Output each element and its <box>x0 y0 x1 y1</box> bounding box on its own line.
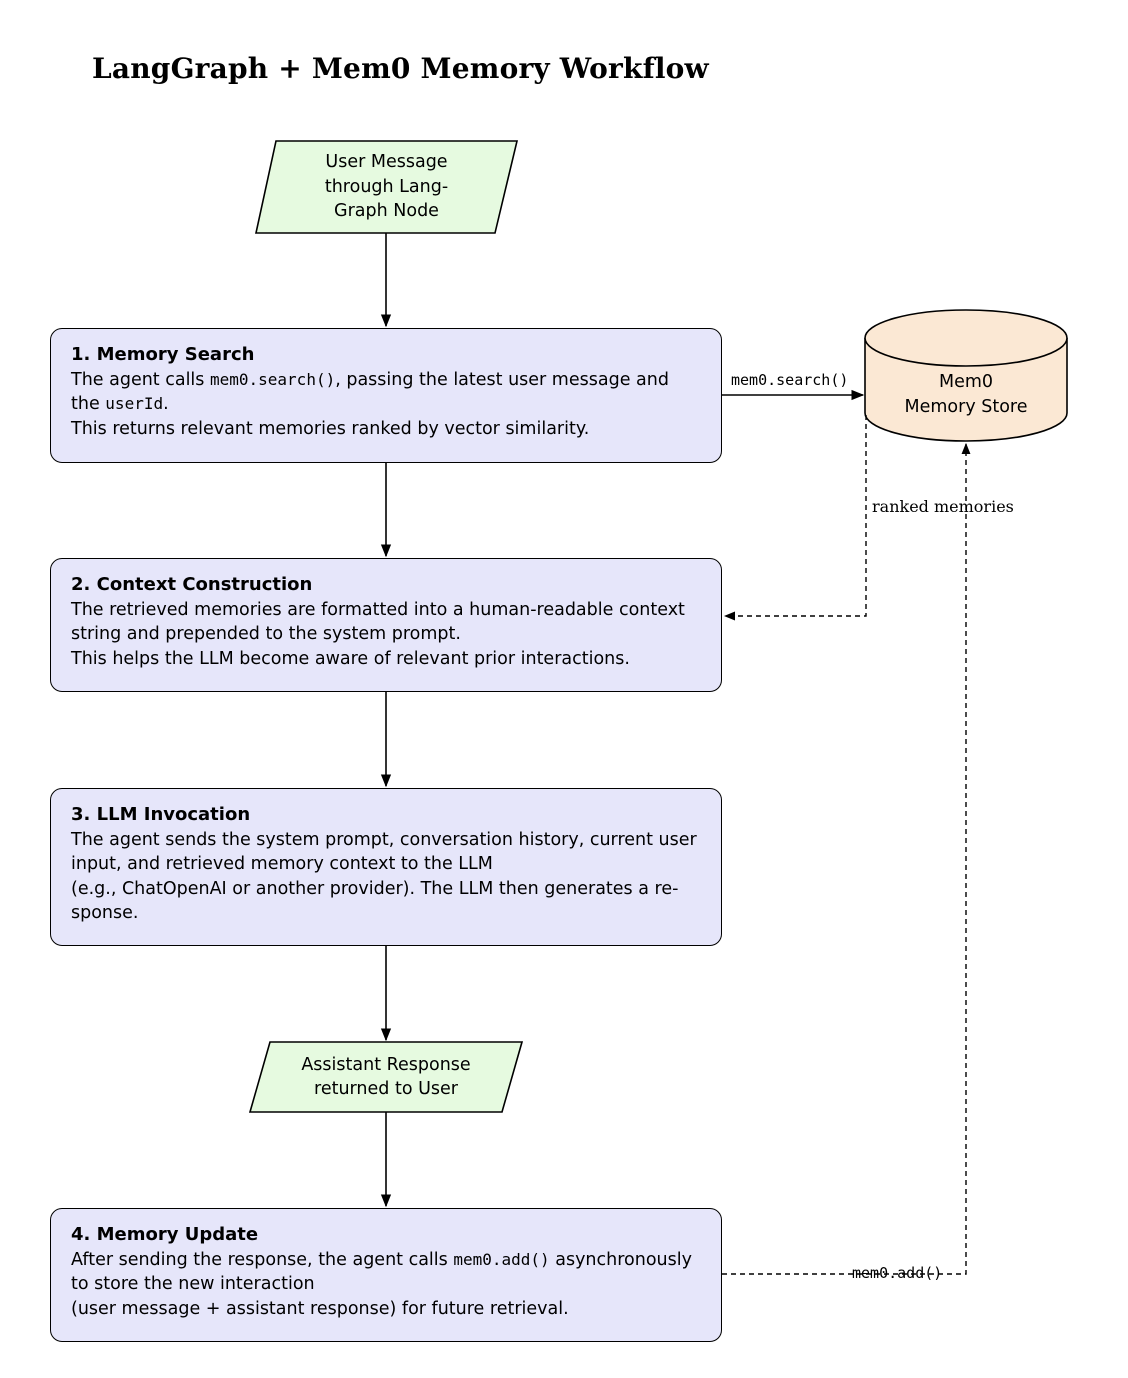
output-node: Assistant Response returned to User <box>250 1042 522 1112</box>
edge-label-search: mem0.search() <box>731 371 849 389</box>
step-memory-search: 1. Memory Search The agent calls mem0.se… <box>50 328 722 463</box>
step-memory-update: 4. Memory Update After sending the respo… <box>50 1208 722 1342</box>
store-line: Mem0 <box>938 372 994 392</box>
step-text-line: string and prepended to the system promp… <box>71 624 461 644</box>
step-text-line: sponse. <box>71 903 139 923</box>
step-text-line: The agent calls mem0.search(), passing t… <box>71 369 669 390</box>
output-line: returned to User <box>314 1079 458 1099</box>
step-heading: 3. LLM Invocation <box>71 804 251 825</box>
input-line: through Lang- <box>324 176 449 197</box>
step-heading: 2. Context Construction <box>71 574 313 595</box>
step-text-line: The agent sends the system prompt, conve… <box>71 829 697 850</box>
memory-store-label: Mem0 Memory Store <box>866 370 1066 419</box>
input-parallelogram <box>255 140 519 234</box>
step-text-line: The retrieved memories are formatted int… <box>71 599 685 620</box>
store-line: Memory Store <box>904 396 1028 417</box>
step-text-line: (user message + assistant response) for … <box>71 1298 569 1319</box>
step-text-line: (e.g., ChatOpenAI or another provider). … <box>71 878 679 899</box>
step-text-line: This helps the LLM become aware of relev… <box>71 648 630 669</box>
step-heading: 1. Memory Search <box>71 344 255 365</box>
memory-store-cylinder <box>864 309 1068 442</box>
output-line: Assistant Response <box>301 1054 471 1075</box>
diagram-title: LangGraph + Mem0 Memory Workflow <box>92 52 709 85</box>
step-heading: 4. Memory Update <box>71 1224 259 1245</box>
edge-label-add: mem0.add() <box>852 1264 943 1282</box>
input-node: User Message through Lang- Graph Node <box>256 141 517 233</box>
code-snippet: mem0.search() <box>209 369 336 389</box>
step-text-line: to store the new interaction <box>71 1274 315 1294</box>
arrow-step4-to-store <box>722 442 971 1275</box>
step-llm-invocation: 3. LLM Invocation The agent sends the sy… <box>50 788 722 946</box>
code-snippet: userId <box>105 394 164 413</box>
step-context-construction: 2. Context Construction The retrieved me… <box>50 558 722 692</box>
output-parallelogram <box>248 1041 524 1113</box>
code-snippet: mem0.add() <box>453 1249 550 1269</box>
step-text-line: This returns relevant memories ranked by… <box>71 418 590 439</box>
input-line: User Message <box>325 152 448 173</box>
step-text-line: input, and retrieved memory context to t… <box>71 854 493 874</box>
edge-label-ranked-memories: ranked memories <box>872 497 1014 516</box>
step-text-line: the userId. <box>71 394 169 414</box>
arrow-store-to-step2 <box>723 415 867 621</box>
input-line: Graph Node <box>334 201 439 222</box>
step-text-line: After sending the response, the agent ca… <box>71 1249 692 1270</box>
